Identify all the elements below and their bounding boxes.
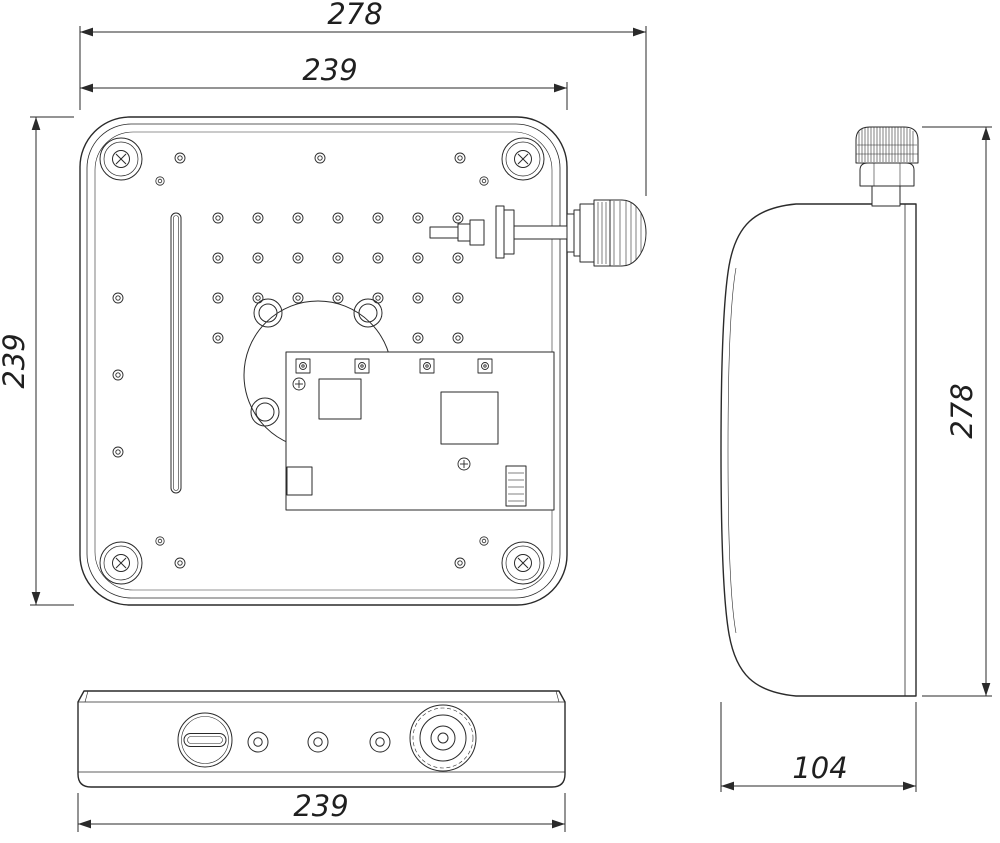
cable-gland-bottom xyxy=(409,704,477,772)
front-view xyxy=(79,116,647,606)
dim-label-front-overall-width: 278 xyxy=(327,0,382,31)
bottom-view xyxy=(77,690,566,788)
vertical-slot xyxy=(170,212,182,494)
bottom-port-connector xyxy=(177,712,233,768)
pcb xyxy=(285,351,555,511)
pcb-edge-connector xyxy=(505,465,527,507)
dim-label-side-depth: 104 xyxy=(792,751,847,785)
dim-side-depth: 104 xyxy=(720,702,917,792)
pcb-component-corner xyxy=(286,466,313,496)
dim-front-body-height: 239 xyxy=(0,116,74,606)
dim-bottom-body-width: 239 xyxy=(77,789,566,832)
pcb-component-small xyxy=(318,378,362,420)
pcb-component-large xyxy=(440,391,499,445)
side-view xyxy=(720,126,919,697)
bottom-holes xyxy=(247,731,391,753)
dim-side-overall-height: 278 xyxy=(922,126,992,697)
dimension-annotations: 278 239 239 278 104 xyxy=(0,0,992,832)
dim-label-front-body-height: 239 xyxy=(0,333,31,388)
side-housing-inner-line xyxy=(727,267,737,634)
dim-label-side-overall-height: 278 xyxy=(945,383,979,438)
cable-gland-top xyxy=(855,126,919,207)
dim-front-overall-width: 278 xyxy=(79,0,647,196)
dim-label-front-body-width: 239 xyxy=(302,53,357,87)
side-housing xyxy=(720,203,917,697)
dim-front-body-width: 239 xyxy=(79,53,568,110)
bottom-housing xyxy=(77,690,566,788)
dim-label-bottom-body-width: 239 xyxy=(293,789,348,823)
coax-connector-assembly xyxy=(429,205,568,259)
cable-gland-front xyxy=(566,199,647,267)
